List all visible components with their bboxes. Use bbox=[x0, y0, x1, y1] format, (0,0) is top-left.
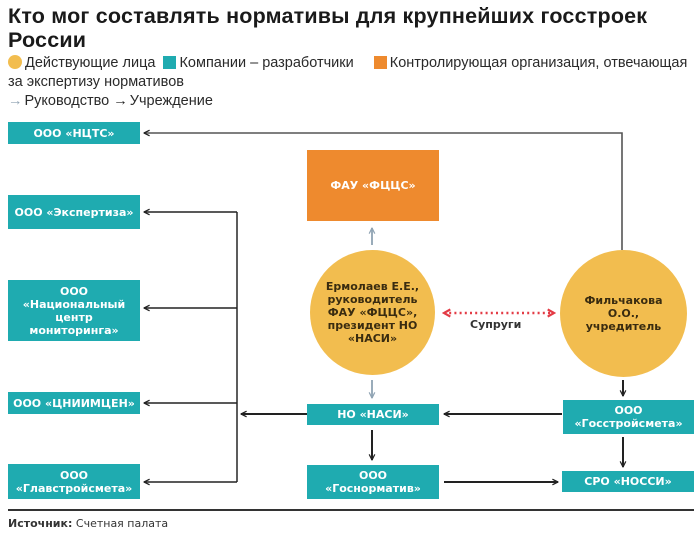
teal-square-icon bbox=[163, 56, 177, 69]
yellow-circle-icon bbox=[8, 55, 22, 69]
line-filchakova-ncts bbox=[144, 133, 623, 250]
bottom-divider bbox=[8, 509, 694, 511]
node-expertiza: ООО «Экспертиза» bbox=[8, 195, 140, 229]
node-nossi: СРО «НОССИ» bbox=[562, 471, 694, 492]
black-arrow-icon: → bbox=[113, 93, 128, 109]
source-note: Источник: Счетная палата bbox=[8, 517, 168, 530]
legend: Действующие лица Компании – разработчики… bbox=[8, 54, 698, 111]
node-glavstroysmeta: ООО «Главстройсмета» bbox=[8, 464, 140, 499]
legend-founding: →Учреждение bbox=[113, 93, 213, 109]
legend-actors: Действующие лица bbox=[8, 55, 155, 71]
grey-arrow-icon: → bbox=[8, 93, 23, 109]
node-ermolaev: Ермолаев Е.Е., руководитель ФАУ «ФЦЦС», … bbox=[310, 250, 435, 375]
node-filchakova: Фильчакова О.О., учредитель bbox=[560, 250, 687, 377]
node-nacmon: ООО «Национальный центр мониторинга» bbox=[8, 280, 140, 341]
node-ncts: ООО «НЦТС» bbox=[8, 122, 140, 144]
node-fau: ФАУ «ФЦЦС» bbox=[307, 150, 439, 221]
legend-companies: Компании – разработчики bbox=[163, 55, 354, 71]
page-title: Кто мог составлять нормативы для крупней… bbox=[8, 4, 648, 52]
source-label: Источник: bbox=[8, 517, 73, 530]
node-nasi: НО «НАСИ» bbox=[307, 404, 439, 425]
spouse-label: Супруги bbox=[470, 318, 522, 331]
node-cniimcen: ООО «ЦНИИМЦЕН» bbox=[8, 392, 140, 414]
orange-square-icon bbox=[373, 56, 387, 69]
source-value: Счетная палата bbox=[75, 517, 169, 530]
node-gosstroysmeta: ООО «Госстройсмета» bbox=[563, 400, 694, 434]
node-gosnormativ: ООО «Госнорматив» bbox=[307, 465, 439, 499]
legend-management: →Руководство bbox=[8, 93, 110, 109]
legend-controller: Контролирующая организация, отвечающая з… bbox=[8, 55, 688, 90]
